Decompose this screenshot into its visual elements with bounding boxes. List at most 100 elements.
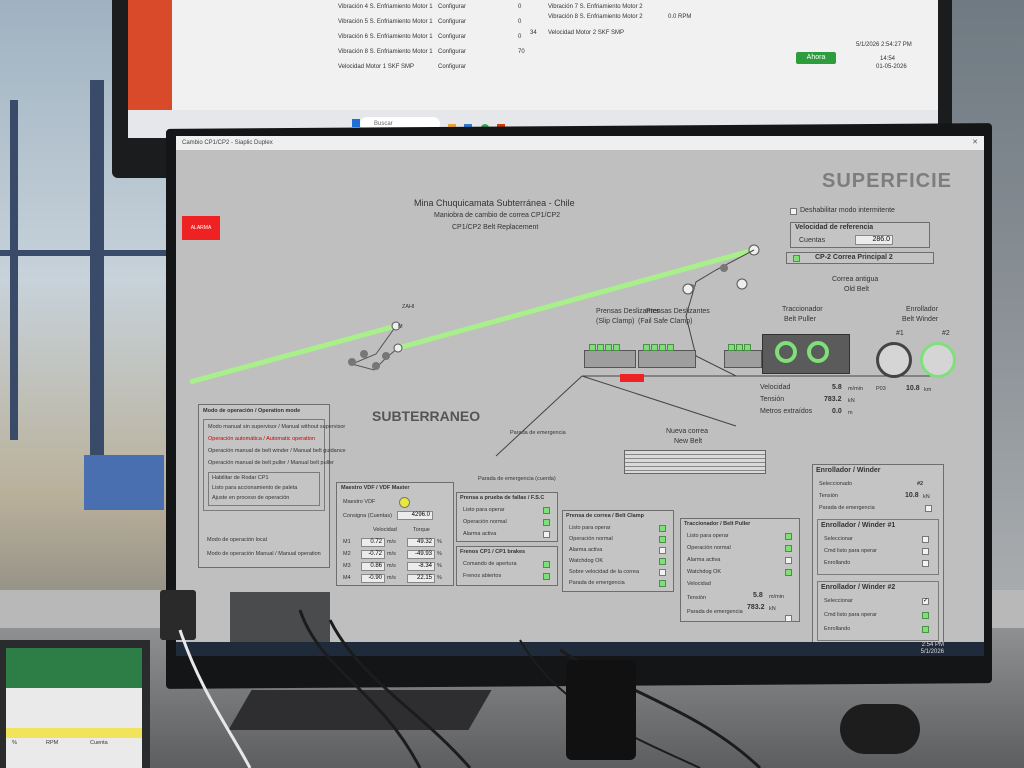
phone [566, 660, 636, 760]
puller-speed-value: 5.8 [832, 384, 842, 391]
op-mode-option[interactable]: Operación automática / Automatic operati… [208, 436, 316, 442]
belt-puller-item: Watchdog OK [687, 569, 722, 575]
old-belt-label-en: Old Belt [844, 286, 869, 293]
hmi-screen: Cambio CP1/CP2 - Siaplic Duplex ✕ ALARMA… [176, 136, 984, 656]
vdf-motor-id: M1 [343, 539, 351, 545]
taskbar-date: 5/1/2026 [920, 649, 944, 655]
winder1-label: #1 [896, 330, 904, 337]
belt-puller-tension: 783.2 [747, 604, 765, 611]
top-configure-button[interactable]: Configurar [438, 34, 467, 40]
fsc-led [543, 519, 550, 526]
failsafe-clamp-label-en: (Fail Safe Clamp) [638, 318, 693, 325]
old-belt-label: Correa antigua [832, 276, 879, 283]
clamp-led [605, 344, 612, 351]
belt-select-dropdown[interactable]: CP-2 Correa Principal 2 [786, 252, 934, 264]
window-close-icon[interactable]: ✕ [972, 139, 978, 146]
laptop-highlight-row [6, 728, 142, 738]
fsc-led [543, 507, 550, 514]
top-right-row-value: 34 [530, 30, 537, 36]
op-mode-sub-title: Habilitar de Rodar CP1 [212, 475, 269, 481]
op-mode-sub-item[interactable]: Ajuste en proceso de operación [212, 495, 290, 501]
clamp-led [613, 344, 620, 351]
failsafe-clamp-unit [638, 344, 696, 368]
belt-puller-led [785, 557, 792, 564]
operation-mode-title: Modo de operación / Operation mode [203, 408, 301, 414]
hmi-subtitle: Maniobra de cambio de correa CP1/CP2 [434, 212, 561, 219]
ref-speed-title: Velocidad de referencia [795, 224, 874, 231]
winder1-select-checkbox[interactable] [922, 536, 929, 543]
belt-puller-label-en: Belt Puller [784, 316, 816, 323]
now-button[interactable]: Ahora [796, 52, 836, 64]
ref-speed-input[interactable]: 286.0 [855, 235, 893, 245]
belt-puller-item: Tensión [687, 595, 706, 601]
vdf-master-label: Maestro VDF [343, 499, 376, 505]
clamp-led [589, 344, 596, 351]
vdf-setpoint-value[interactable]: 4296.0 [397, 511, 433, 520]
pulley-icon [372, 362, 380, 370]
winder2-ready-led [922, 612, 929, 619]
winder2-title: Enrollador / Winder #2 [821, 584, 896, 591]
top-configure-button[interactable]: Configurar [438, 64, 467, 70]
belt-clamp-title: Prensa de correa / Belt Clamp [566, 513, 644, 519]
op-mode-option[interactable]: Operación manual de belt winder / Manual… [208, 448, 346, 454]
op-mode-footer[interactable]: Modo de operación local [207, 537, 267, 543]
winder1-reel-icon [876, 342, 912, 378]
vdf-speed: 0.72 [361, 538, 385, 547]
windows-start-icon[interactable] [352, 119, 360, 127]
laptop-screen: % RPM Cuenta [6, 648, 142, 768]
winder-km-unit: km [924, 387, 932, 393]
belt-winder-label-en: Belt Winder [902, 316, 939, 323]
top-configure-button[interactable]: Configurar [438, 4, 467, 10]
op-mode-option[interactable]: Modo manual sin supervisor / Manual with… [208, 424, 346, 430]
top-table: Vibración 4 S. Enfriamiento Motor 1 Vibr… [338, 0, 758, 78]
winder-tension-label: Tensión [819, 493, 838, 499]
winder2-select-checkbox[interactable]: ✓ [922, 598, 929, 605]
hmi-subtitle-en: CP1/CP2 Belt Replacement [452, 224, 539, 231]
laptop-header: Cuenta [90, 740, 108, 746]
op-mode-option[interactable]: Operación manual de belt puller / Manual… [208, 460, 334, 466]
brakes-panel: Frenos CP1 / CP1 brakes Comando de apert… [456, 546, 558, 586]
hmi-titlebar: Cambio CP1/CP2 - Siaplic Duplex [176, 136, 984, 150]
top-right-row-value: 0.0 RPM [668, 14, 692, 20]
top-row-label: Velocidad Motor 1 SKF SMP [338, 64, 415, 70]
belt-clamp-item: Operación normal [569, 536, 613, 542]
intermittent-mode-checkbox[interactable] [790, 208, 797, 215]
belt-puller-speed-unit: m/min [769, 594, 784, 600]
belt-puller-unit [762, 334, 850, 374]
emergency-line [495, 375, 583, 457]
winder-title: Enrollador / Winder [816, 467, 881, 474]
belt-puller-led [785, 533, 792, 540]
power-strip [230, 592, 330, 642]
pulley-icon [360, 350, 368, 358]
winder1-winding-led [922, 560, 929, 567]
belt-puller-led [785, 615, 792, 622]
intermittent-mode-label: Deshabilitar modo intermitente [800, 207, 895, 214]
belt-clamp-panel: Prensa de correa / Belt Clamp Listo para… [562, 510, 674, 592]
op-mode-footer[interactable]: Modo de operación Manual / Manual operat… [207, 551, 321, 557]
ref-speed-panel: Velocidad de referencia Cuentas 286.0 [790, 222, 930, 248]
belt-cp1 [189, 323, 397, 385]
op-mode-sub-item[interactable]: Listo para accionamiento de paleta [212, 485, 298, 491]
operation-mode-options: Modo manual sin supervisor / Manual with… [203, 419, 346, 511]
alarm-indicator[interactable]: ALARMA [182, 216, 220, 240]
top-configure-button[interactable]: Configurar [438, 19, 467, 25]
fsc-item: Alarma activa [463, 531, 497, 537]
fsc-item: Operación normal [463, 519, 507, 525]
vdf-speed-unit: m/s [387, 539, 396, 545]
vdf-torque-unit: % [437, 563, 442, 569]
belt-clamp-led [659, 558, 666, 565]
superficie-label: SUPERFICIE [822, 170, 953, 192]
top-configure-button[interactable]: Configurar [438, 49, 467, 55]
brakes-led [543, 573, 550, 580]
clamp-led [667, 344, 674, 351]
puller-speed-unit: m/min [848, 386, 863, 392]
operation-mode-panel: Modo de operación / Operation mode Modo … [198, 404, 346, 568]
top-monitor-red-sidebar [128, 0, 172, 116]
vdf-speed: -0.72 [361, 550, 385, 559]
belt-puller-item: Alarma activa [687, 557, 721, 563]
winder-km-value: 10.8 [906, 385, 920, 392]
clamp-alarm-indicator [620, 374, 644, 382]
pulley-icon [393, 343, 403, 353]
belt-clamp-led [659, 536, 666, 543]
belt-clamp-item: Watchdog OK [569, 558, 604, 564]
